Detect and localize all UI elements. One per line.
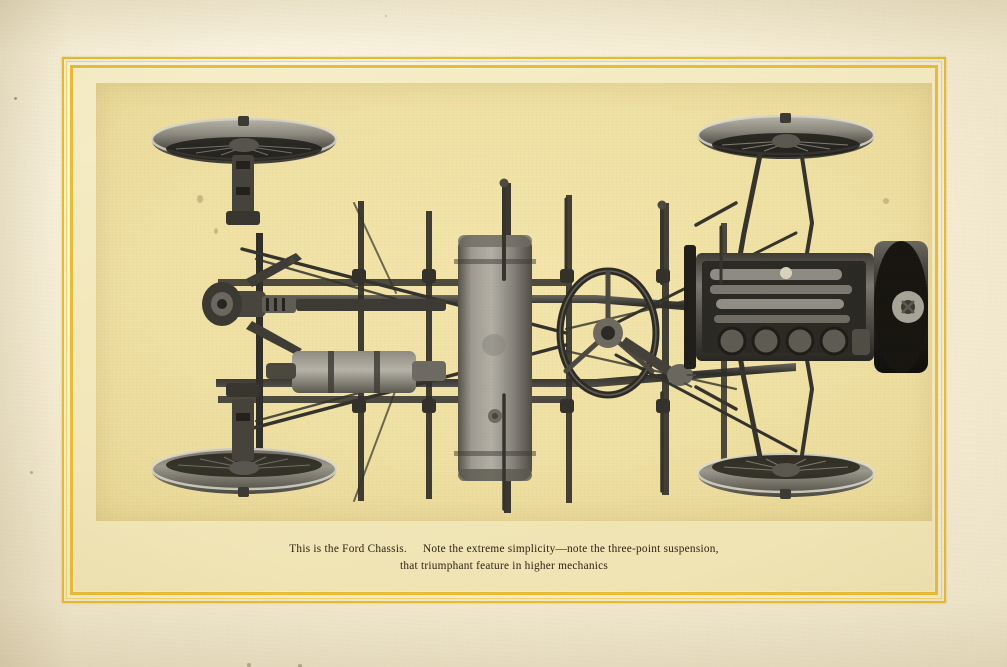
fuel-tank — [454, 235, 536, 481]
wheel-rear-right — [696, 452, 876, 499]
caption-line-1: This is the Ford Chassis. Note the extrem… — [114, 541, 894, 558]
steering-wheel — [556, 267, 660, 399]
frame-rule-inner — [70, 65, 938, 595]
caption-sentence-2: Note the extreme simplicity—note the thr… — [422, 543, 719, 555]
plate-blemishes — [197, 195, 889, 264]
frame-rule-middle — [66, 61, 942, 599]
plate-caption: This is the Ford Chassis. Note the extrem… — [114, 541, 894, 575]
muffler — [266, 351, 446, 393]
frame-rule-outer — [62, 57, 946, 603]
wheel-front-left-hub-column — [226, 155, 260, 225]
decorative-frame: This is the Ford Chassis. Note the extrem… — [62, 57, 946, 603]
chassis-photo-plate — [96, 83, 932, 521]
wheel-rear-left — [150, 383, 338, 497]
frame-interior: This is the Ford Chassis. Note the extrem… — [74, 69, 934, 591]
rail-brackets — [352, 269, 670, 413]
rear-axle-differential — [202, 253, 446, 355]
wheel-front-left — [150, 116, 338, 164]
engine-assembly — [684, 241, 928, 373]
wheel-front-right — [696, 113, 876, 159]
engine-cylinders — [717, 326, 849, 356]
chassis-illustration — [150, 113, 928, 513]
caption-sentence-1: This is the Ford Chassis. — [289, 543, 407, 555]
caption-line-2: that triumphant feature in higher mechan… — [399, 560, 609, 572]
